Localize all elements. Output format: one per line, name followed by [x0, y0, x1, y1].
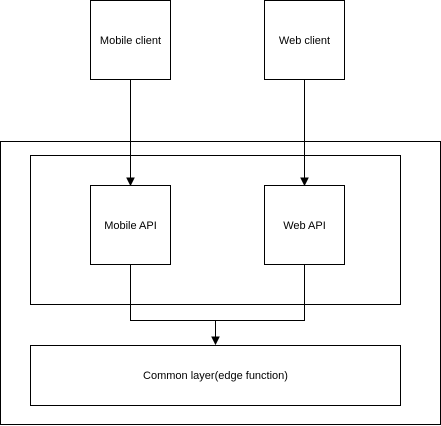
- node-mobile-api: Mobile API: [90, 185, 171, 265]
- edge-web-client-to-web-api: [300, 80, 309, 187]
- edge-mobile-client-to-mobile-api: [126, 80, 135, 187]
- node-label: Mobile API: [104, 220, 157, 232]
- node-label: Common layer(edge function): [143, 370, 288, 382]
- node-label: Mobile client: [100, 35, 161, 47]
- node-label: Web client: [279, 35, 330, 47]
- node-common-layer: Common layer(edge function): [30, 345, 401, 406]
- api-group-container: [30, 155, 401, 305]
- node-box: [264, 185, 345, 265]
- arrowhead: [126, 177, 135, 187]
- arrowhead: [211, 336, 220, 346]
- node-mobile-client: Mobile client: [90, 0, 171, 80]
- node-web-api: Web API: [264, 185, 345, 265]
- edge-apis-to-common-layer: [130, 265, 305, 346]
- connector-line-mobile-api: [130, 265, 216, 321]
- node-label: Web API: [283, 220, 326, 232]
- node-box: [30, 345, 401, 406]
- arrowhead: [300, 177, 309, 187]
- connector-line-web-api: [215, 265, 305, 321]
- node-box: [90, 185, 171, 265]
- node-box: [264, 0, 345, 80]
- node-web-client: Web client: [264, 0, 345, 80]
- node-box: [90, 0, 171, 80]
